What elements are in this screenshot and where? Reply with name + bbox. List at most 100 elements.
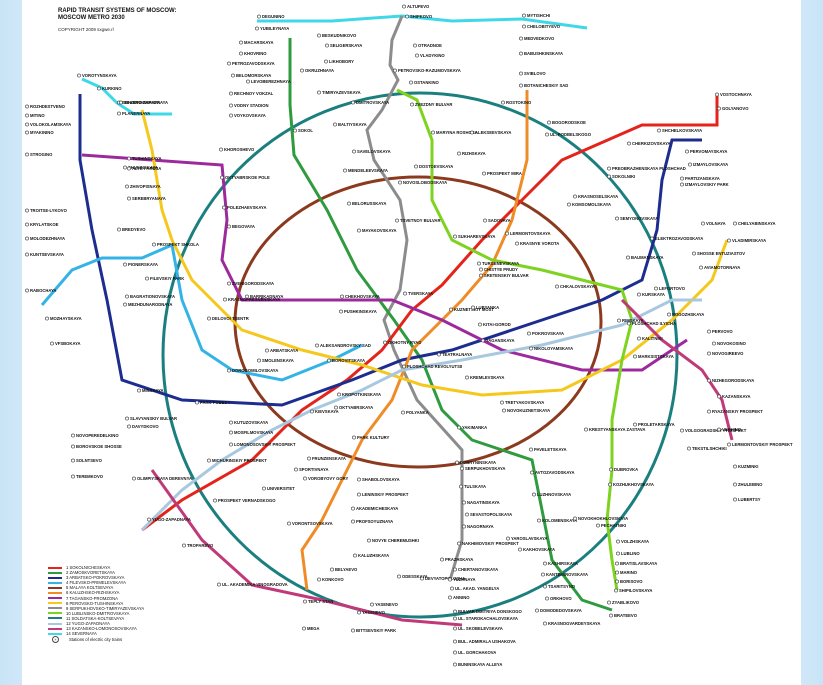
legend-label: 3 ARBATSKO-POKROVSKAYA	[66, 575, 125, 581]
station-marker	[680, 176, 684, 181]
station-marker	[257, 14, 261, 19]
station-marker	[519, 51, 523, 56]
line-10	[396, 88, 634, 591]
station-marker	[25, 130, 29, 135]
station-label: UL. GORCHAKOVA	[458, 650, 496, 655]
map-copyright: COPYRIGHT 2009 sxgwe.rl	[58, 27, 114, 32]
station-marker	[229, 430, 233, 435]
station-label: KHOVRINO	[244, 51, 267, 56]
station-label: KAZANSKAYA	[722, 394, 751, 399]
station-marker	[25, 208, 29, 213]
station-label: ANNINO	[453, 595, 470, 600]
station-label: ORKHOVO	[550, 596, 572, 601]
station-marker	[680, 428, 684, 433]
legend-item: 14 SEVERNAYA	[48, 631, 144, 636]
legend-item: 8 PEROVSKO-TUSHINSKAYA	[48, 601, 144, 606]
station-marker	[462, 500, 466, 505]
station-label: RYAZANSKIY PROSPEKT	[712, 409, 763, 414]
station-label: ARBATSKAYA	[270, 348, 298, 353]
station-label: KOMSOMOLSKAYA	[572, 202, 611, 207]
station-marker	[607, 600, 611, 605]
station-marker	[637, 292, 641, 297]
station-marker	[502, 408, 506, 413]
legend-item: 13 KAZANSKO-LOMONOSOVSKAYA	[48, 626, 144, 631]
station-label: PECHATNIKI	[601, 523, 626, 528]
station-marker	[545, 132, 549, 137]
station-marker	[573, 516, 577, 521]
station-label: BOROVITSKAYA	[332, 358, 365, 363]
legend-item: 7 TAGANSKO-PROMZONA	[48, 596, 144, 601]
station-label: OLIMPIYSKAYA DEREVNYA	[137, 476, 192, 481]
station-label: PERVOMAYSKAYA	[690, 149, 727, 154]
station-label: SKHODNENSKAYA	[122, 100, 160, 105]
station-marker	[351, 506, 355, 511]
station-label: SHCHELKOVSKAYA	[662, 128, 702, 133]
station-label: PREOBRAZHENSKAYA PLOSHCHAD	[612, 166, 686, 171]
station-marker	[397, 574, 401, 579]
station-marker	[351, 100, 355, 105]
station-label: MARKSISTSKAYA	[638, 354, 674, 359]
station-marker	[127, 156, 131, 161]
station-marker	[229, 113, 233, 118]
station-marker	[519, 71, 523, 76]
station-label: KASHIRSKAYA	[548, 561, 578, 566]
station-label: NAGORNAYA	[467, 524, 494, 529]
station-label: CHELOBITYEVO	[527, 24, 561, 29]
station-label: OKHOTNY RYAD	[388, 340, 421, 345]
station-marker	[478, 322, 482, 327]
station-marker	[607, 166, 611, 171]
station-label: MEGA	[307, 626, 320, 631]
station-marker	[71, 433, 75, 438]
station-marker	[712, 341, 716, 346]
station-label: IZMAYLOVSKAYA	[693, 162, 728, 167]
station-label: KRASNOGVARDEYSKAYA	[548, 621, 600, 626]
station-marker	[127, 424, 131, 429]
station-label: SLAVYANSKIY BULVAR	[130, 416, 177, 421]
station-marker	[707, 378, 711, 383]
station-label: SPORTIVNAYA	[299, 467, 328, 472]
station-marker	[317, 90, 321, 95]
station-marker	[615, 570, 619, 575]
station-marker	[543, 584, 547, 589]
station-label: DELOVOI TSENTR	[212, 316, 249, 321]
station-label: UL. STAROKACHALOVSKAYA	[458, 616, 518, 621]
station-marker	[302, 626, 306, 631]
station-label: ALEKSEEVSKAYA	[475, 130, 511, 135]
station-marker	[117, 227, 121, 232]
line-3	[78, 94, 702, 407]
station-label: LENINSKIY PROSPEKT	[362, 492, 409, 497]
station-label: VOLOKOLAMSKAYA	[30, 122, 71, 127]
station-label: KONKOVO	[322, 577, 344, 582]
station-marker	[25, 288, 29, 293]
station-marker	[195, 400, 199, 405]
station-label: NAGATINSKAYA	[467, 500, 500, 505]
station-label: PRAZHSKAYA	[445, 557, 473, 562]
station-marker	[262, 486, 266, 491]
station-marker	[300, 68, 304, 73]
station-marker	[657, 128, 661, 133]
station-label: BAGRATIONOVSKAYA	[130, 294, 175, 299]
station-marker	[420, 576, 424, 581]
station-label: POLYANKA	[406, 410, 429, 415]
station-label: BUNINSKAYA ALLEYA	[458, 662, 502, 667]
station-marker	[459, 484, 463, 489]
station-marker	[626, 255, 630, 260]
station-marker	[608, 482, 612, 487]
station-label: VOLNAYA	[706, 221, 726, 226]
station-marker	[505, 231, 509, 236]
legend-swatch	[48, 607, 62, 610]
station-marker	[246, 79, 250, 84]
station-label: BITTSEVSKIY PARK	[356, 628, 396, 633]
station-label: PROSPEKT MIRA	[487, 171, 522, 176]
station-label: VOYKOVSKAYA	[234, 113, 266, 118]
station-marker	[654, 286, 658, 291]
station-label: CHERTANOVSKAYA	[458, 567, 498, 572]
station-label: NIKOLOYAMSKAYA	[534, 346, 573, 351]
station-label: IZMAYLOVSKIY PARK	[685, 182, 729, 187]
legend-item: 3 ARBATSKO-POKROVSKAYA	[48, 575, 144, 580]
station-label: PARTIZANSKAYA	[685, 176, 720, 181]
line-12	[140, 298, 702, 532]
station-marker	[71, 444, 75, 449]
legend-label: 8 PEROVSKO-TUSHINSKAYA	[66, 600, 124, 606]
